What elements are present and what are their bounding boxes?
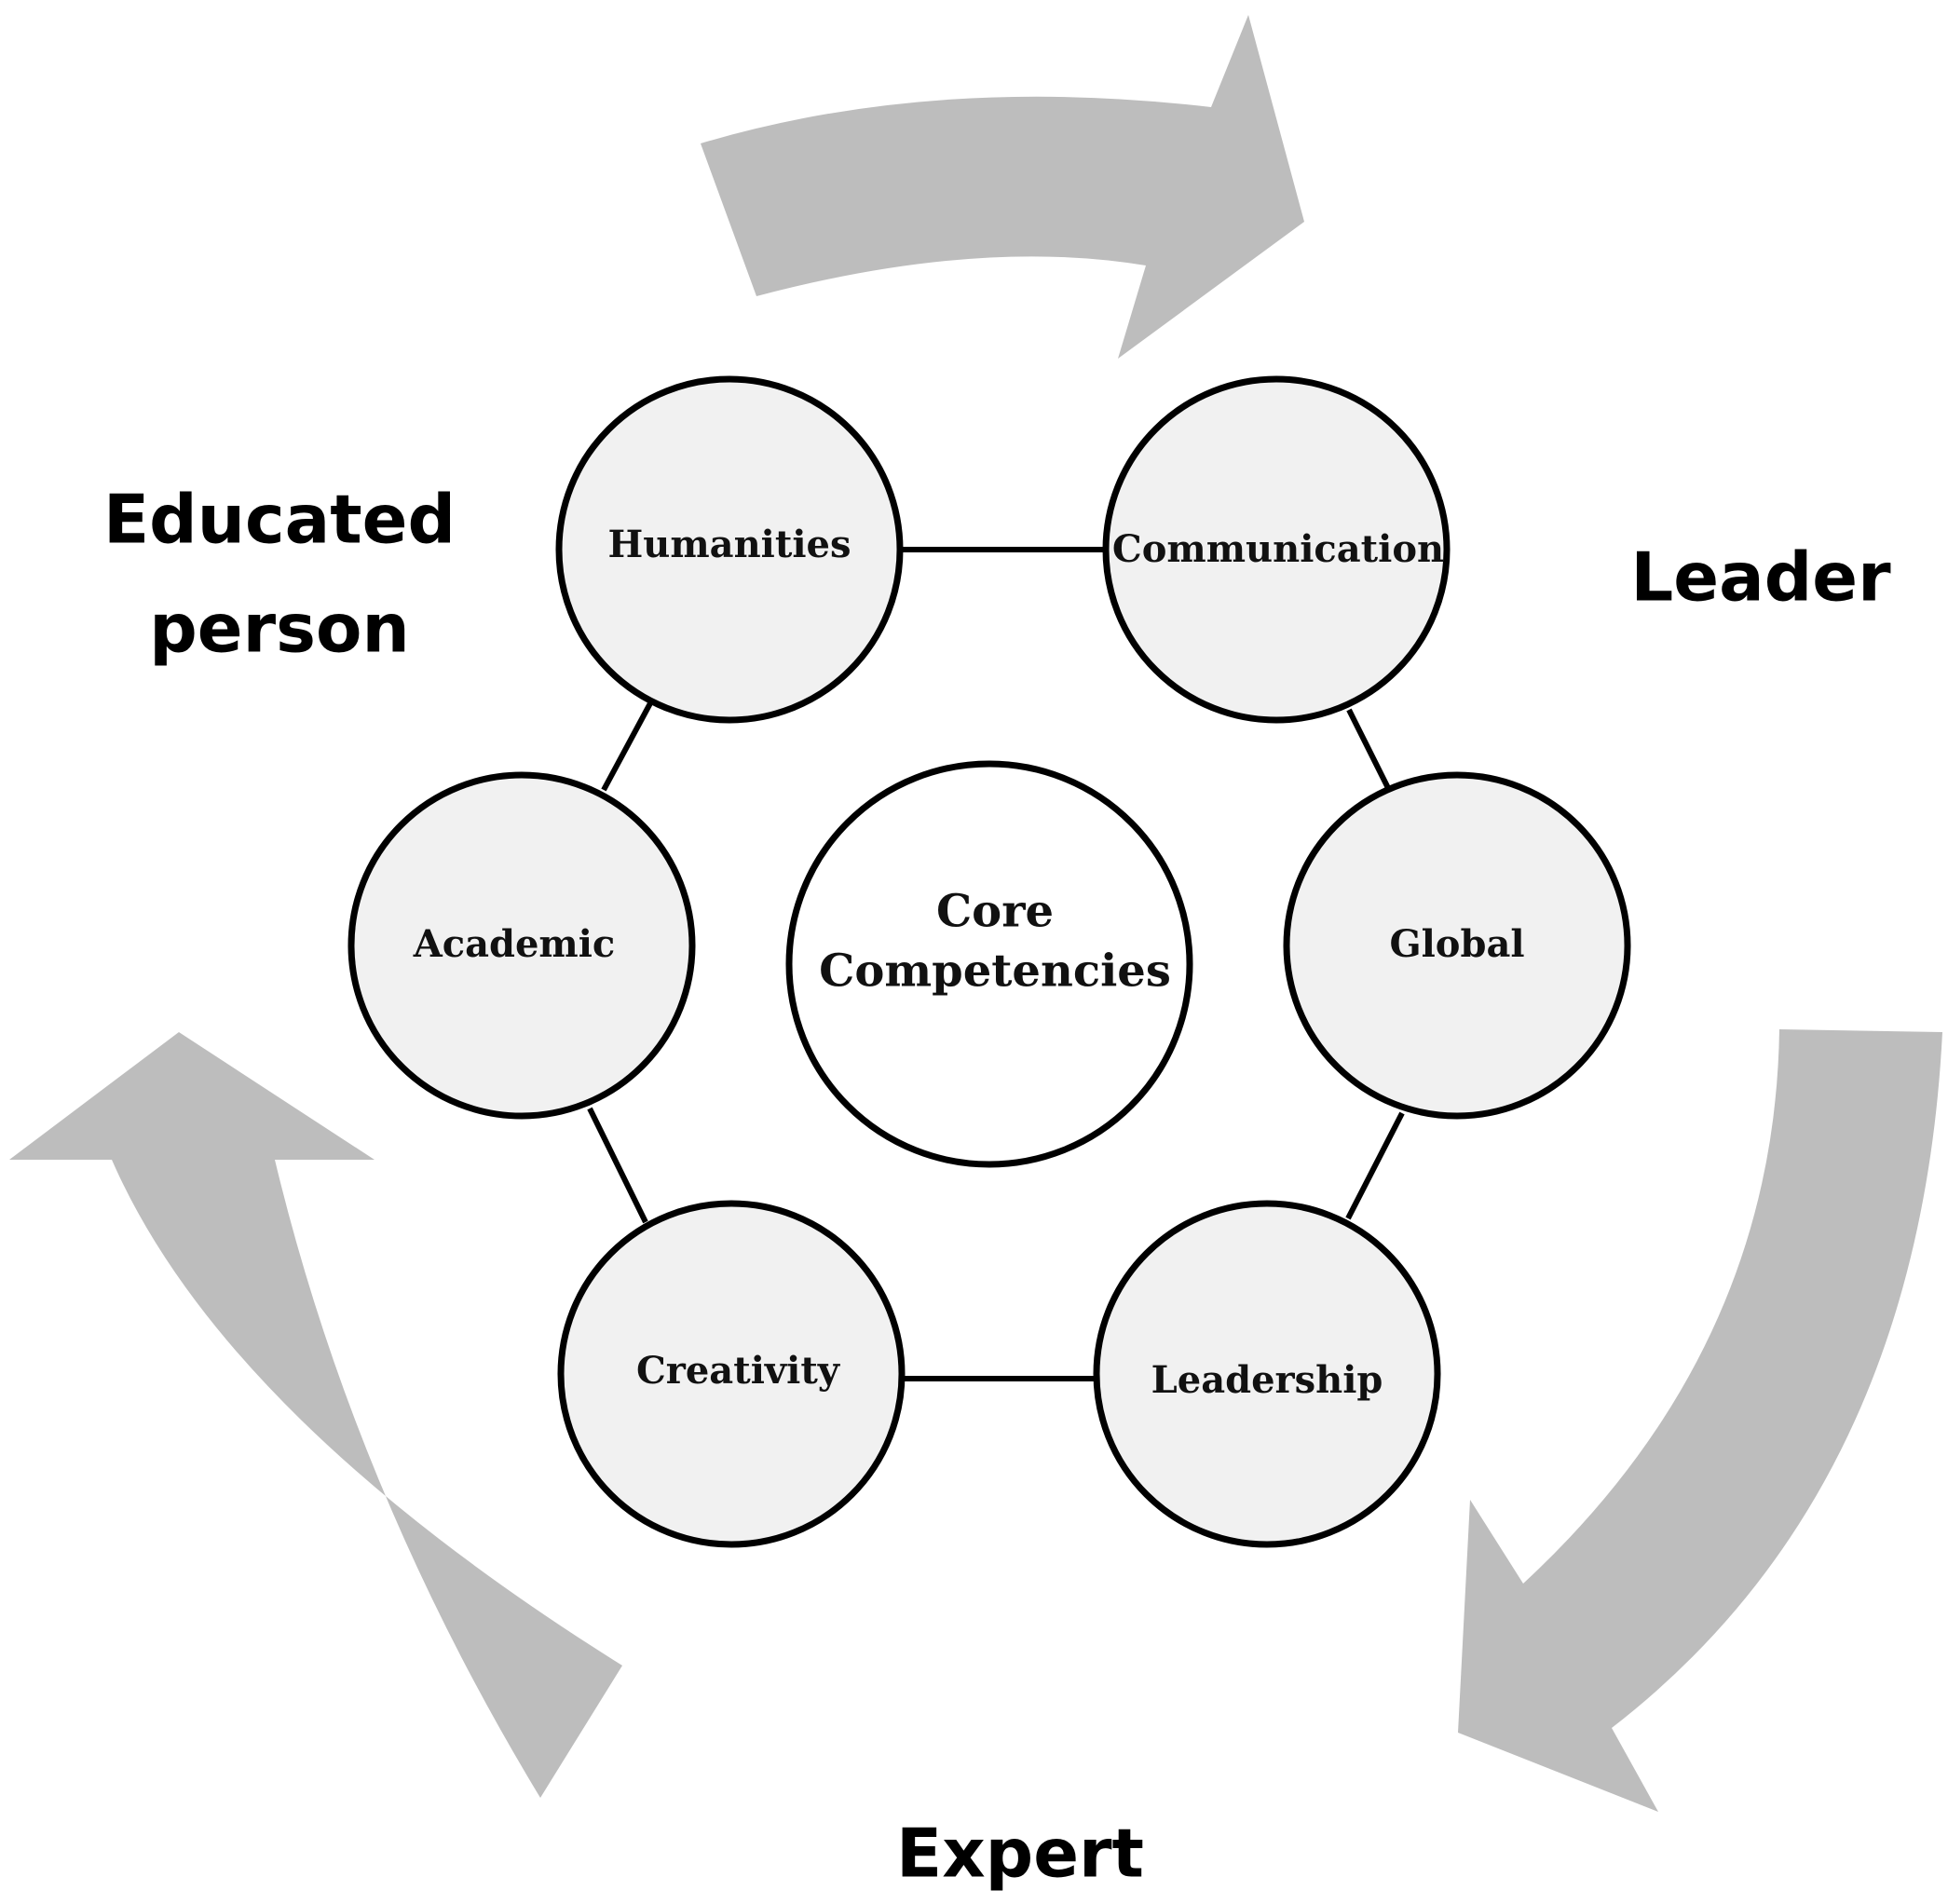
- role-label-leader: Leader: [1630, 538, 1891, 617]
- role-label-educated-line2: person: [149, 590, 409, 668]
- right-cycle-arrow: [1458, 1029, 1942, 1812]
- node-label-academic: Academic: [413, 922, 616, 966]
- core-label-line2: Competencies: [819, 945, 1171, 998]
- node-label-global: Global: [1389, 922, 1524, 966]
- left-cycle-arrow: [9, 1032, 622, 1798]
- role-label-expert: Expert: [896, 1815, 1144, 1893]
- core-label-line1: Core: [936, 886, 1054, 938]
- node-label-leadership: Leadership: [1151, 1358, 1383, 1402]
- connector-academic-humanities: [601, 701, 653, 792]
- role-label-educated-line1: Educated: [103, 481, 456, 559]
- node-label-creativity: Creativity: [636, 1349, 841, 1393]
- node-label-humanities: Humanities: [607, 523, 851, 566]
- top-cycle-arrow: [701, 15, 1304, 359]
- connector-communication-global: [1346, 708, 1391, 790]
- connector-global-leadership: [1345, 1111, 1405, 1220]
- node-academic: Academic: [347, 771, 696, 1120]
- node-label-communication: Communication: [1112, 527, 1444, 571]
- node-humanities: Humanities: [555, 375, 904, 724]
- core-node: Core Competencies: [785, 760, 1193, 1168]
- node-communication: Communication: [1102, 375, 1451, 724]
- connector-creativity-academic: [587, 1107, 648, 1224]
- node-global: Global: [1283, 771, 1631, 1120]
- node-creativity: Creativity: [557, 1200, 906, 1548]
- node-leadership: Leadership: [1093, 1200, 1441, 1548]
